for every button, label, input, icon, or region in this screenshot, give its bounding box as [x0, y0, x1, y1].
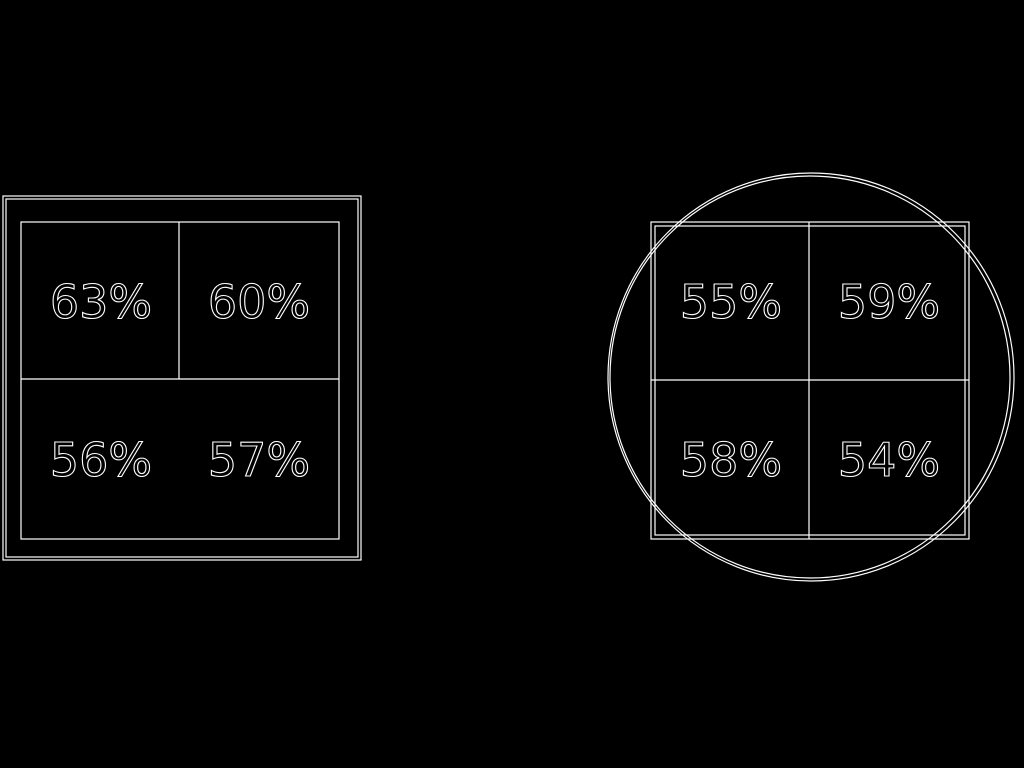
- right-circle-frame-inner-edge: [609, 175, 1011, 579]
- left-cell-bottom-left: 56%: [50, 433, 152, 487]
- left-cell-bottom-right: 57%: [208, 433, 310, 487]
- left-cell-top-left: 63%: [50, 275, 152, 329]
- left-cell-top-right: 60%: [208, 275, 310, 329]
- left-outer-frame-inner-edge: [5, 198, 359, 558]
- right-panel: 55% 59% 58% 54%: [607, 172, 1015, 582]
- right-cell-bottom-left: 58%: [680, 433, 782, 487]
- left-grid-border: [20, 221, 340, 540]
- right-cell-top-right: 59%: [838, 275, 940, 329]
- right-circle-frame: [607, 172, 1015, 582]
- left-outer-frame: [2, 195, 362, 561]
- right-cell-top-left: 55%: [680, 275, 782, 329]
- left-panel: 63% 60% 56% 57%: [2, 195, 362, 561]
- right-cell-bottom-right: 54%: [838, 433, 940, 487]
